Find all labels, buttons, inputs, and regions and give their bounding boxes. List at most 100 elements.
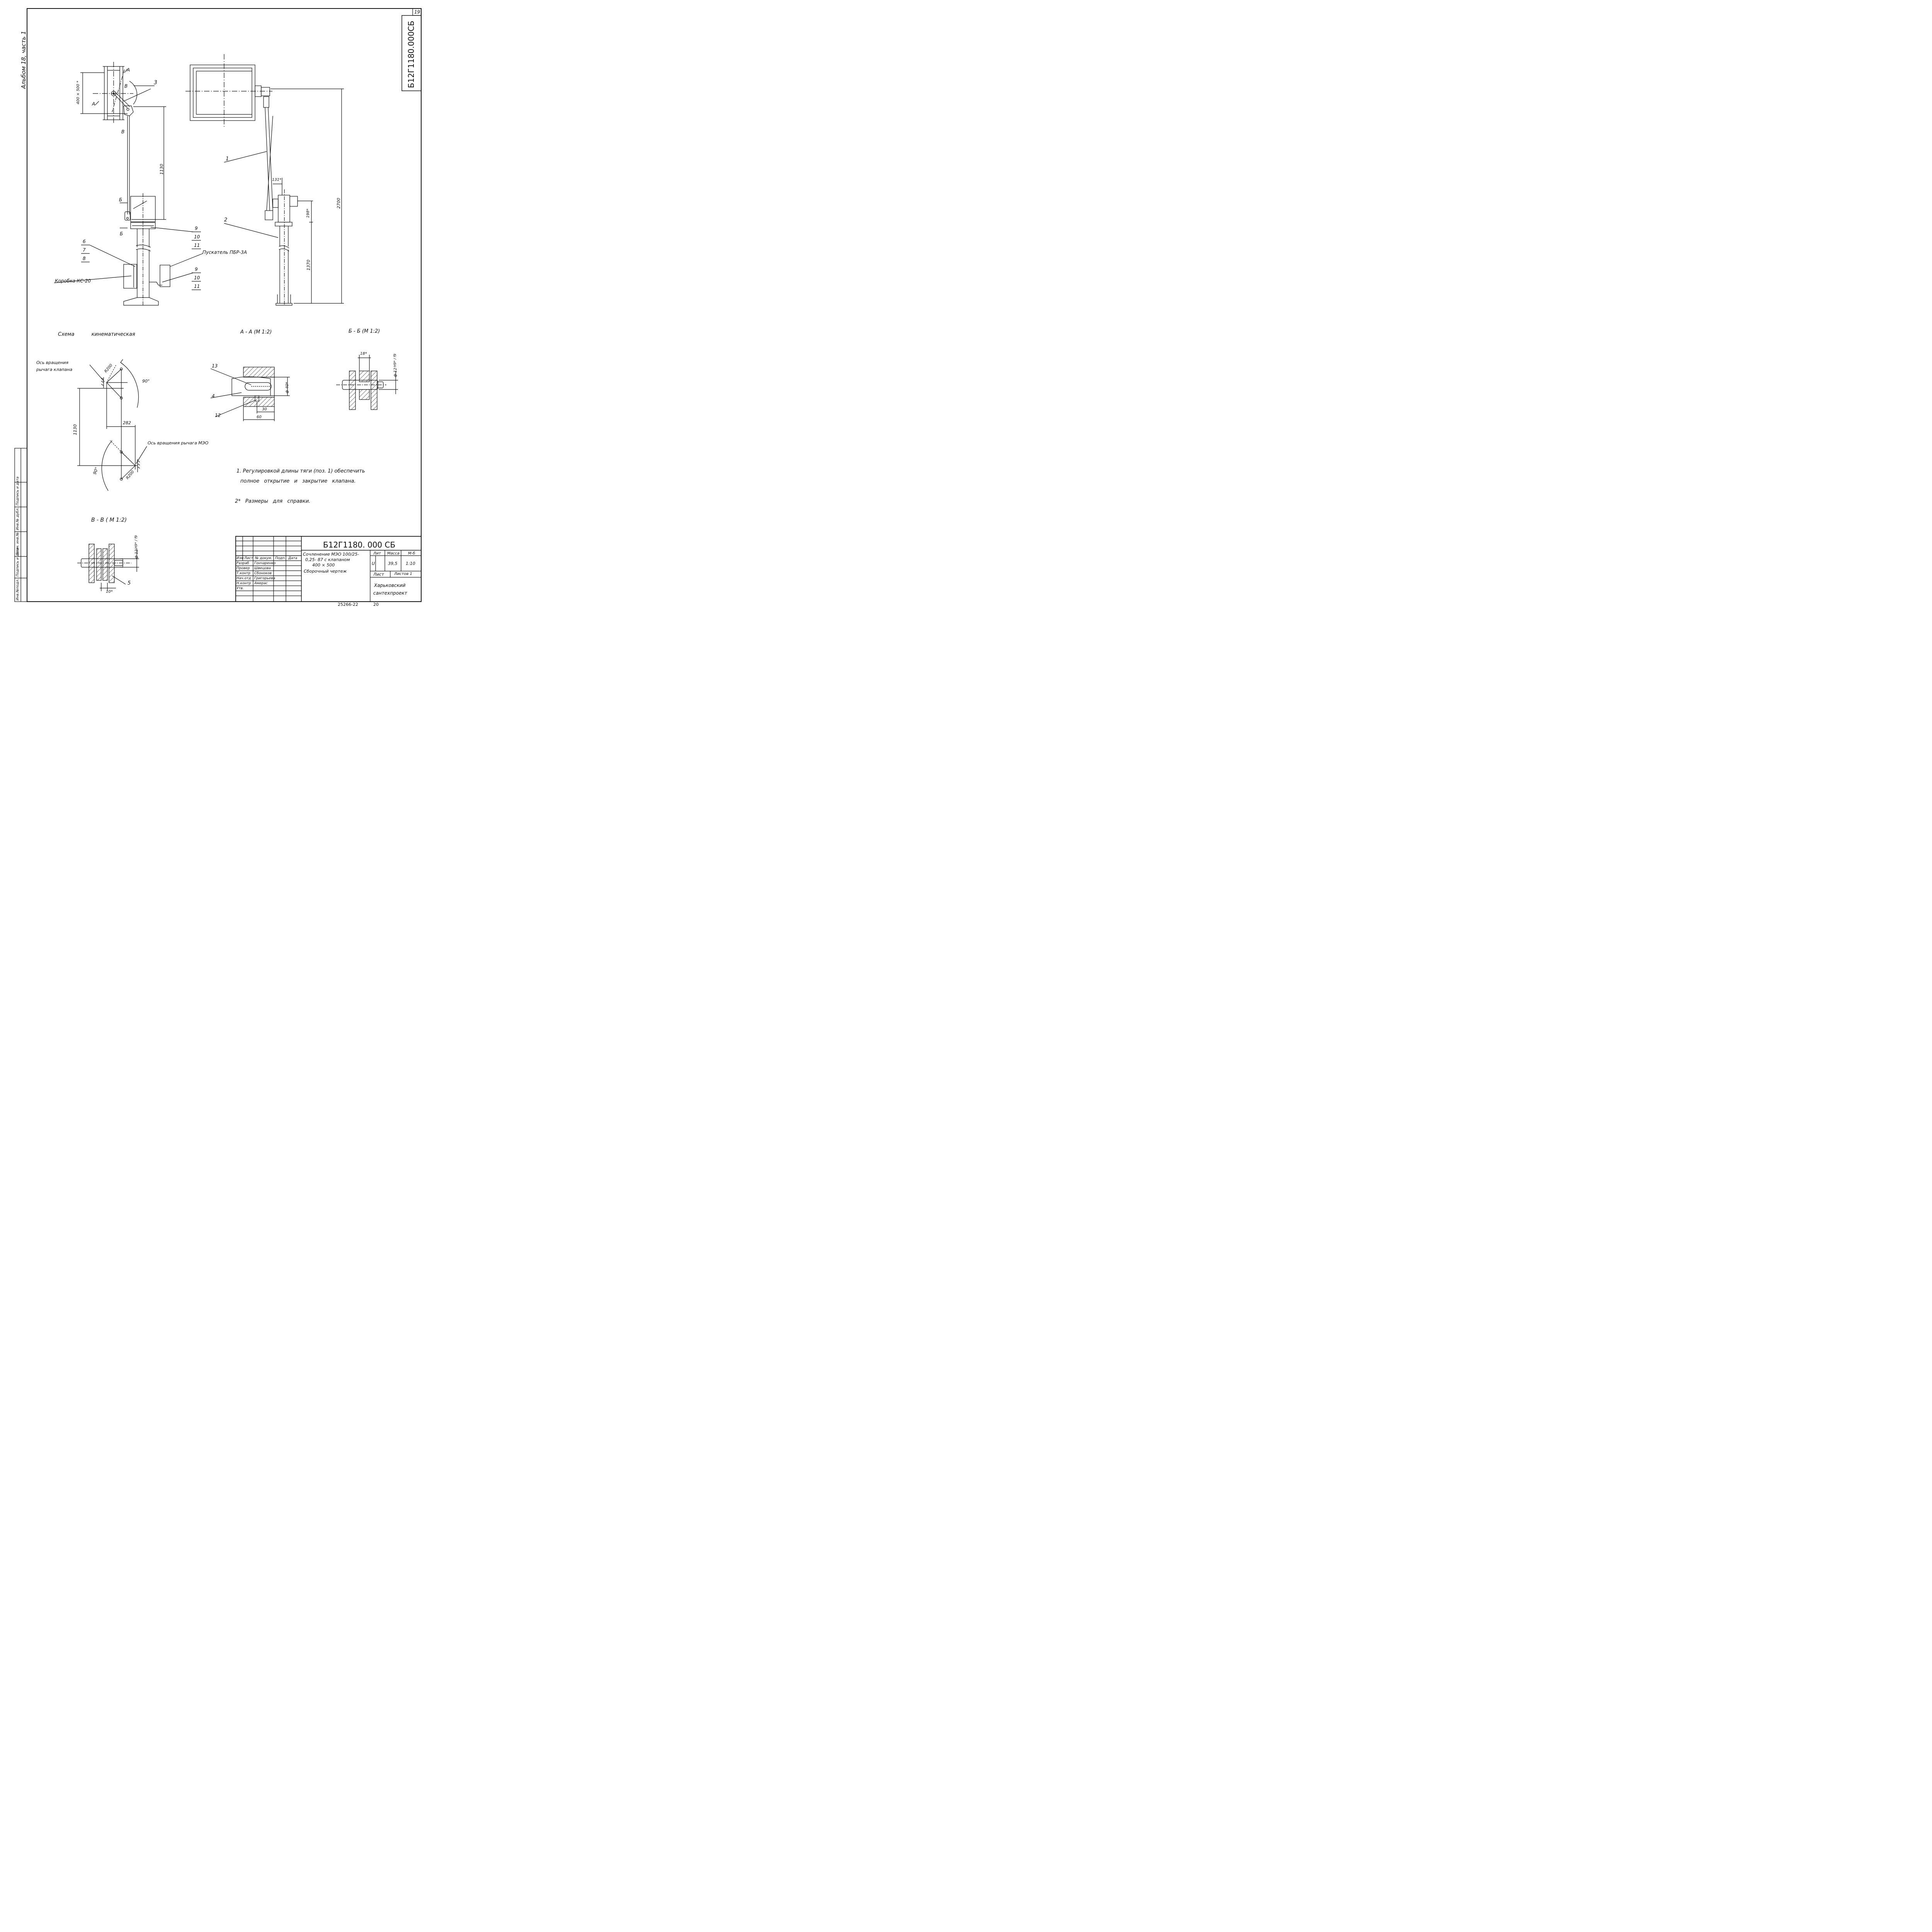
label-pos-9: 9 bbox=[195, 226, 198, 231]
mzo-axis: Ось вращения рычага МЭО bbox=[148, 440, 209, 446]
side-stamp-cell-4: Инв.№ дубл. bbox=[16, 507, 20, 530]
staff-name-3: Григорьева bbox=[254, 577, 276, 580]
bb-dim-12: ф 12 bbox=[393, 367, 398, 377]
section-bb bbox=[336, 355, 398, 410]
aa-pos-13: 13 bbox=[212, 363, 218, 369]
label-section-v-rod: В bbox=[121, 129, 125, 134]
mass-value: 39,5 bbox=[388, 561, 398, 566]
footer-number: 25266-22 bbox=[338, 602, 358, 607]
label-pos-3: 3 bbox=[154, 80, 157, 86]
k-dim-1130: 1130 bbox=[73, 424, 78, 435]
side-stamp bbox=[14, 448, 27, 602]
dim-2700: 2700 bbox=[336, 198, 341, 209]
vv-pos-5: 5 bbox=[128, 580, 131, 586]
staff-name-2: Сбоноков bbox=[254, 571, 272, 575]
caption-kinematic: Схема кинематическая bbox=[58, 332, 135, 337]
label-pos-11: 11 bbox=[194, 243, 200, 248]
aa-dim-60: 60 bbox=[257, 415, 262, 419]
staff-role-1: Провер bbox=[236, 566, 250, 570]
dim-1370: 1370 bbox=[306, 260, 311, 270]
title-line-3: 400 × 500 bbox=[312, 563, 335, 568]
kinematic-scheme bbox=[77, 359, 147, 491]
caption-section-aa: А - А (М 1:2) bbox=[240, 329, 272, 335]
label-box: Коробка КС-20 bbox=[55, 278, 91, 284]
label-section-v: В bbox=[124, 83, 128, 89]
label-pos-2: 2 bbox=[224, 217, 228, 223]
dim-131: 131* bbox=[272, 178, 282, 182]
vv-fit: H9* / f9 bbox=[134, 535, 138, 549]
staff-role-5: Утв. bbox=[236, 587, 244, 590]
note-2: 2* Размеры для справки. bbox=[235, 498, 311, 504]
aa-pos-4: 4 bbox=[212, 393, 215, 399]
side-stamp-cell-3: Взам. инв.№ bbox=[16, 532, 20, 555]
side-view bbox=[185, 54, 344, 306]
vv-dim-12: ф 12 bbox=[134, 549, 139, 559]
hdr-list: Лист bbox=[244, 556, 253, 560]
sheet-label: Лист bbox=[373, 572, 384, 577]
dim-400x500: 400 × 500 * bbox=[76, 80, 80, 104]
footer-page: 20 bbox=[373, 602, 379, 607]
doc-code-vertical: Б12Г1180.000СБ bbox=[406, 20, 416, 88]
lit-label: Лит bbox=[373, 551, 381, 556]
k-dim-282: 282 bbox=[123, 420, 131, 425]
label-section-b-bottom: Б bbox=[120, 231, 123, 236]
section-aa bbox=[210, 367, 290, 421]
label-pos-11b: 11 bbox=[194, 284, 200, 289]
label-pos-7: 7 bbox=[83, 247, 86, 253]
bb-dim-18: 18* bbox=[360, 352, 367, 356]
label-section-b-top: Б bbox=[119, 197, 122, 202]
label-pos-8: 8 bbox=[83, 256, 86, 261]
title-line-1: Сочленение МЭО 100/25- bbox=[303, 552, 359, 557]
sheet-frame bbox=[27, 8, 422, 602]
note-1-cont: полное открытие и закрытие клапана. bbox=[240, 478, 356, 484]
label-pos-6: 6 bbox=[83, 239, 86, 244]
drawing-sheet bbox=[14, 8, 422, 602]
dim-1130-main: 1130 bbox=[159, 164, 164, 175]
hdr-izm: Изм bbox=[236, 556, 244, 560]
sheets-label: Листов 1 bbox=[394, 572, 412, 576]
aa-pos-12: 12 bbox=[215, 413, 221, 418]
org-line-2: сантехпроект bbox=[373, 590, 407, 596]
valve-axis-line2: рычага клапана bbox=[36, 367, 73, 372]
valve-axis-line1: Ось вращения bbox=[36, 360, 68, 365]
side-stamp-cell-1: Инв.№подл. bbox=[16, 578, 20, 600]
org-line-1: Харьковский bbox=[374, 583, 406, 588]
hdr-podp: Подп. bbox=[275, 556, 286, 560]
staff-name-4: Амерас bbox=[254, 582, 268, 585]
title-line-4: Сборочный чертеж bbox=[304, 569, 347, 574]
dim-198: 198* bbox=[306, 208, 310, 218]
angle-top: 90° bbox=[142, 379, 150, 384]
side-stamp-cell-5: Подпись и дата bbox=[16, 476, 20, 505]
main-view bbox=[54, 62, 203, 306]
hdr-docum: № докум. bbox=[255, 556, 272, 560]
scale-value: 1:10 bbox=[406, 561, 415, 566]
staff-role-3: Нач.отд bbox=[236, 577, 251, 580]
aa-dim-30: 30 bbox=[262, 407, 267, 412]
code-box bbox=[401, 15, 422, 91]
label-section-a-top: А bbox=[127, 67, 130, 73]
staff-role-4: Н.контр bbox=[236, 582, 251, 585]
staff-role-2: Т.контр bbox=[236, 571, 251, 575]
label-pos-9b: 9 bbox=[195, 267, 198, 272]
sheet-number: 19 bbox=[414, 9, 420, 15]
lit-value: U bbox=[372, 561, 375, 566]
label-pos-10: 10 bbox=[194, 234, 200, 240]
scale-label: М-б bbox=[408, 551, 415, 556]
aa-dim-40: ф 40* bbox=[285, 382, 289, 393]
staff-name-1: Швецова bbox=[254, 566, 271, 570]
title-line-2: 0,25- 87 с клапаном bbox=[305, 557, 350, 562]
label-section-a-bottom: А bbox=[92, 101, 95, 107]
staff-role-0: Разраб bbox=[236, 561, 249, 565]
label-starter: Пускатель ПБР-3А bbox=[202, 250, 247, 255]
hdr-data: Дата bbox=[288, 556, 298, 560]
caption-section-vv: В - В ( М 1:2) bbox=[91, 517, 127, 523]
staff-name-0: Гончаренко bbox=[254, 561, 276, 565]
bb-fit: H9* / f9 bbox=[393, 354, 397, 367]
mass-label: Масса bbox=[387, 551, 400, 556]
title-code: Б12Г1180. 000 СБ bbox=[323, 540, 396, 549]
label-pos-10b: 10 bbox=[194, 275, 200, 281]
album-label: Альбом 18, часть 1 bbox=[20, 31, 27, 89]
caption-section-bb: Б - Б (М 1:2) bbox=[349, 328, 380, 334]
label-pos-1: 1 bbox=[226, 156, 229, 162]
title-block-grid bbox=[235, 536, 422, 602]
